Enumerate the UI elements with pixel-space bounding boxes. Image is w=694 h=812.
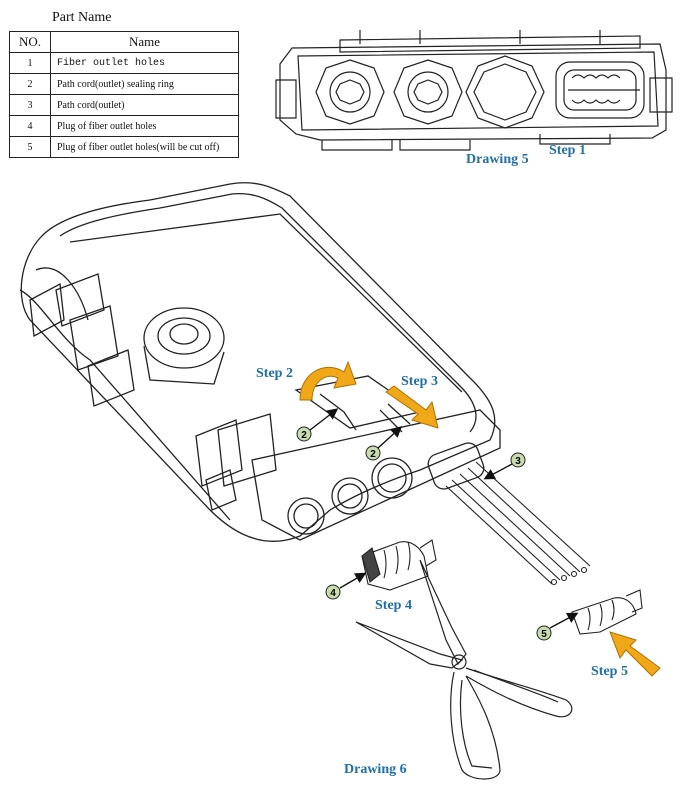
callout-3-text: 3 xyxy=(515,456,521,467)
step2-label: Step 2 xyxy=(256,366,293,381)
row-no: 5 xyxy=(9,136,51,158)
callout-4-text: 4 xyxy=(330,588,336,599)
step3-arrow xyxy=(385,385,439,429)
step4-label: Step 4 xyxy=(375,598,412,613)
plug-5 xyxy=(571,589,643,635)
table-row: 1 Fiber outlet holes xyxy=(9,52,239,74)
step3-label: Step 3 xyxy=(401,374,438,389)
parts-table-header: NO. Name xyxy=(9,31,239,53)
callout-2a-text: 2 xyxy=(301,430,307,441)
callout-leaders xyxy=(309,408,579,629)
table-row: 4 Plug of fiber outlet holes xyxy=(9,115,239,137)
callout-5-text: 5 xyxy=(541,629,547,640)
callout-5: 5 xyxy=(536,625,552,641)
part-name-title: Part Name xyxy=(52,10,112,25)
callout-2b: 2 xyxy=(365,445,381,461)
step5-label: Step 5 xyxy=(591,664,628,679)
plug-4 xyxy=(361,539,437,591)
parts-table: NO. Name 1 Fiber outlet holes 2 Path cor… xyxy=(9,31,239,158)
drawing5-end-view xyxy=(275,30,673,151)
path-cords xyxy=(445,461,591,586)
header-name: Name xyxy=(50,31,239,53)
callout-2a: 2 xyxy=(296,426,312,442)
callout-4: 4 xyxy=(325,584,341,600)
step5-arrow xyxy=(609,631,661,677)
step2-arrow xyxy=(299,360,357,401)
enclosure-body xyxy=(19,182,501,542)
callout-2b-text: 2 xyxy=(370,449,376,460)
drawing5-label: Drawing 5 xyxy=(466,152,529,167)
table-row: 5 Plug of fiber outlet holes(will be cut… xyxy=(9,136,239,158)
row-name: Plug of fiber outlet holes(will be cut o… xyxy=(50,136,239,158)
scissors xyxy=(355,559,573,780)
step1-label: Step 1 xyxy=(549,143,586,158)
table-row: 3 Path cord(outlet) xyxy=(9,94,239,116)
callout-3: 3 xyxy=(510,452,526,468)
drawing6-label: Drawing 6 xyxy=(344,762,407,777)
